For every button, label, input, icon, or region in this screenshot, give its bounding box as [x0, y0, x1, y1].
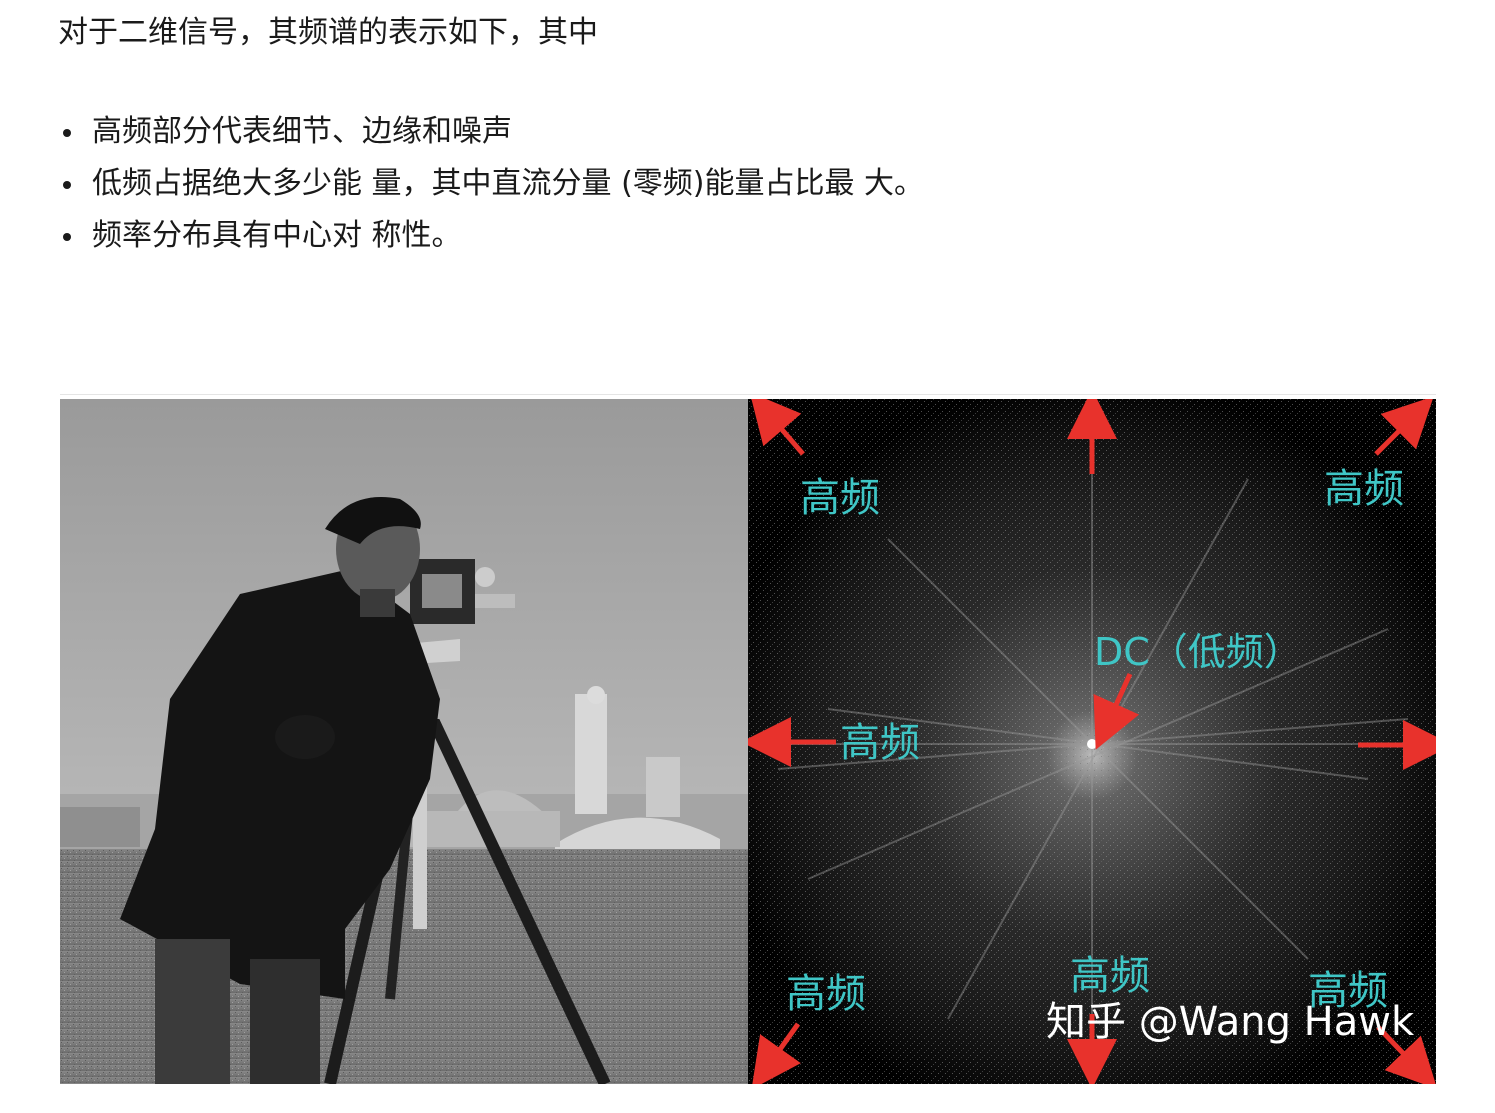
bullet-dot-icon — [63, 129, 71, 137]
list-item-text: 高频部分代表细节、边缘和噪声 — [92, 114, 512, 149]
list-item: 低频占据绝大多少能 量，其中直流分量 (零频)能量占比最 大。 — [58, 158, 924, 210]
watermark: 知乎 @Wang Hawk — [1046, 999, 1415, 1045]
list-item-text: 频率分布具有中心对 称性。 — [92, 218, 462, 253]
arrow-icon — [751, 1022, 801, 1084]
arrow-icon — [1093, 672, 1140, 750]
cameraman-photo — [60, 399, 748, 1084]
arrow-icon — [749, 399, 805, 456]
arrow-icon — [1374, 399, 1434, 456]
arrow-icon — [1376, 1025, 1436, 1084]
label-dc-low-freq: DC（低频） — [1094, 630, 1302, 674]
label-high-freq-top-right: 高频 — [1324, 466, 1404, 512]
label-high-freq-top-left: 高频 — [800, 475, 880, 521]
label-high-freq-left: 高频 — [840, 720, 920, 766]
spectrum-figure: 高频 高频 DC（低频） 高频 高频 高频 高频 知乎 @Wang Hawk — [60, 394, 1436, 1084]
list-item: 高频部分代表细节、边缘和噪声 — [58, 106, 924, 158]
list-item: 频率分布具有中心对 称性。 — [58, 210, 924, 262]
fourier-spectrum: 高频 高频 DC（低频） 高频 高频 高频 高频 知乎 @Wang Hawk — [748, 399, 1436, 1084]
bullet-list: 高频部分代表细节、边缘和噪声 低频占据绝大多少能 量，其中直流分量 (零频)能量… — [58, 106, 924, 262]
label-high-freq-bottom-right: 高频 — [1308, 968, 1388, 1014]
list-item-text: 低频占据绝大多少能 量，其中直流分量 (零频)能量占比最 大。 — [92, 166, 925, 201]
intro-paragraph: 对于二维信号，其频谱的表示如下，其中 — [58, 15, 598, 50]
label-high-freq-bottom-left: 高频 — [786, 971, 866, 1017]
bullet-dot-icon — [63, 233, 71, 241]
bullet-dot-icon — [63, 181, 71, 189]
label-high-freq-bottom: 高频 — [1070, 953, 1150, 999]
